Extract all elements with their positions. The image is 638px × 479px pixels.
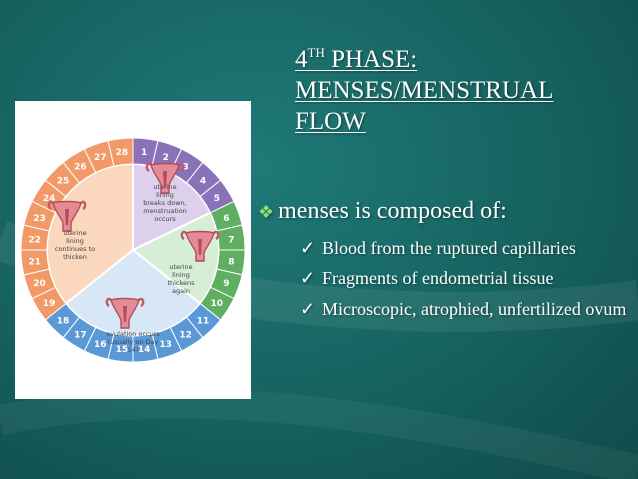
- day-number: 1: [141, 148, 147, 158]
- day-number: 16: [94, 340, 107, 350]
- subpoint-text: Microscopic, atrophied, unfertilized ovu…: [322, 299, 627, 319]
- day-number: 28: [116, 148, 129, 158]
- subpoint-ovum: ✓ Microscopic, atrophied, unfertilized ov…: [300, 298, 638, 320]
- day-number: 2: [163, 153, 169, 163]
- day-number: 15: [116, 345, 129, 355]
- day-number: 7: [228, 235, 234, 245]
- day-number: 6: [223, 214, 229, 224]
- subpoint-text: Blood from the ruptured capillaries: [322, 238, 576, 258]
- checkmark-icon: ✓: [300, 299, 316, 319]
- day-number: 21: [28, 258, 41, 268]
- day-number: 8: [228, 258, 234, 268]
- lead-text: menses is composed of:: [278, 198, 507, 224]
- day-number: 5: [214, 194, 220, 204]
- day-number: 23: [33, 214, 46, 224]
- uterus-icon: [105, 297, 145, 329]
- day-number: 12: [179, 330, 192, 340]
- day-number: 13: [159, 340, 172, 350]
- day-number: 26: [74, 163, 87, 173]
- diamond-bullet-icon: ❖: [258, 202, 275, 222]
- phase-divider: [132, 249, 201, 305]
- day-number: 10: [211, 299, 224, 309]
- checkmark-icon: ✓: [300, 268, 316, 288]
- day-number: 11: [197, 317, 210, 327]
- subpoint-text: Fragments of endometrial tissue: [322, 268, 554, 288]
- day-number: 27: [94, 153, 107, 163]
- day-number: 17: [74, 330, 87, 340]
- uterus-icon: [145, 162, 185, 194]
- day-number: 25: [57, 176, 70, 186]
- phase-divider: [65, 249, 134, 305]
- lead-bullet: ❖menses is composed of:: [258, 196, 628, 227]
- phase-divider: [132, 211, 211, 251]
- subpoint-fragments: ✓ Fragments of endometrial tissue: [300, 267, 638, 289]
- slide-title: 4TH PHASE: MENSES/MENSTRUAL FLOW: [295, 45, 554, 135]
- subpoint-blood: ✓ Blood from the ruptured capillaries: [300, 237, 638, 259]
- day-number: 22: [28, 235, 41, 245]
- day-number: 18: [57, 317, 70, 327]
- day-number: 20: [33, 279, 46, 289]
- day-number: 4: [200, 176, 206, 186]
- day-number: 24: [43, 194, 56, 204]
- day-number: 19: [43, 299, 56, 309]
- day-number: 3: [183, 163, 189, 173]
- uterus-icon: [47, 200, 87, 232]
- day-number: 9: [223, 279, 229, 289]
- day-number: 14: [138, 345, 151, 355]
- uterus-icon: [180, 230, 220, 262]
- checkmark-icon: ✓: [300, 238, 316, 258]
